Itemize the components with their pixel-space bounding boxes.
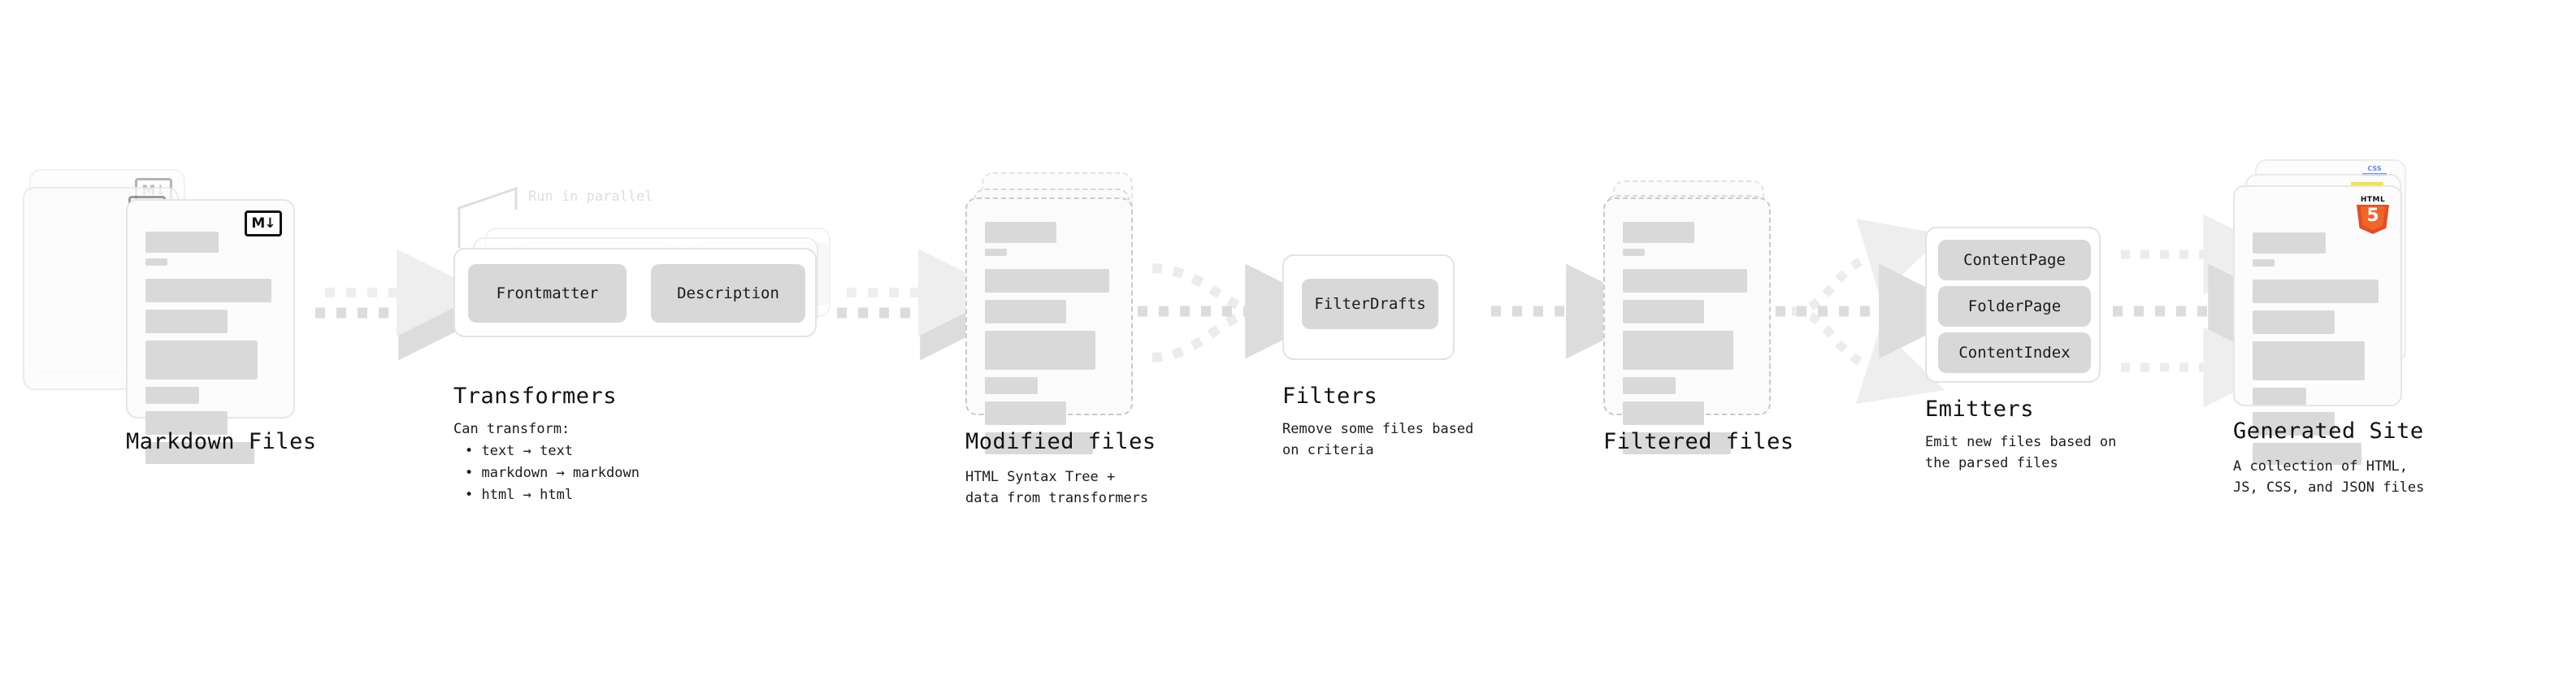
- modified-card-front[interactable]: [965, 197, 1133, 454]
- chip-folderpage[interactable]: FolderPage: [1938, 286, 2091, 327]
- stage-title-markdown-files: Markdown Files: [126, 429, 317, 454]
- transformers-caption-head: Can transform:: [453, 421, 570, 437]
- arrow-transformers-to-modified: [837, 249, 1016, 361]
- doc-bar: [1623, 331, 1733, 370]
- html5-shield-inner: [2361, 206, 2385, 231]
- chip-frontmatter[interactable]: Frontmatter: [468, 264, 627, 323]
- doc-bar: [2253, 412, 2335, 436]
- arrow-modified-to-filters: [1138, 263, 1341, 362]
- doc-bar: [145, 232, 219, 253]
- transformers-caption-item-2: • html → html: [465, 487, 574, 503]
- doc-bar: [2253, 280, 2379, 303]
- doc-bar: [1623, 401, 1704, 425]
- filtered-card-front[interactable]: [1603, 197, 1771, 454]
- arrow-filtered-to-emitters: [1776, 219, 1975, 405]
- modified-files-caption: HTML Syntax Tree + data from transformer…: [965, 469, 1149, 506]
- markdown-card-front[interactable]: M↓: [126, 199, 295, 464]
- chip-filterdrafts[interactable]: FilterDrafts: [1302, 279, 1438, 329]
- doc-bar: [145, 258, 168, 266]
- stage-title-filtered-files: Filtered files: [1603, 429, 1794, 454]
- doc-bar: [985, 331, 1095, 370]
- doc-skeleton: [2253, 232, 2383, 472]
- doc-bar: [985, 300, 1066, 323]
- doc-bar: [985, 249, 1007, 256]
- chip-contentpage[interactable]: ContentPage: [1938, 240, 2091, 280]
- doc-bar: [2253, 443, 2362, 465]
- markdown-badge: M↓: [245, 210, 282, 236]
- run-in-parallel-label: Run in parallel: [528, 189, 653, 205]
- transformers-caption-item-1: • markdown → markdown: [465, 465, 640, 481]
- doc-bar: [985, 377, 1038, 394]
- doc-bar: [985, 269, 1110, 293]
- doc-bar: [145, 310, 228, 333]
- doc-bar: [1623, 269, 1748, 293]
- doc-bar: [985, 401, 1066, 425]
- emitters-caption: Emit new files based on the parsed files: [1925, 434, 2117, 471]
- site-card-front[interactable]: HTML 5: [2233, 185, 2402, 465]
- stage-title-emitters: Emitters: [1925, 397, 2035, 422]
- stage-title-transformers: Transformers: [453, 384, 618, 409]
- doc-bar: [145, 279, 272, 302]
- stage-title-filters: Filters: [1282, 384, 1378, 409]
- doc-skeleton: [145, 232, 275, 471]
- doc-bar: [985, 222, 1057, 243]
- doc-bar: [2253, 310, 2335, 334]
- filters-box[interactable]: FilterDrafts: [1282, 254, 1455, 360]
- doc-bar: [2253, 232, 2326, 254]
- doc-bar: [145, 442, 255, 464]
- doc-bar: [145, 340, 258, 380]
- chip-contentindex[interactable]: ContentIndex: [1938, 332, 2091, 373]
- doc-bar: [1623, 222, 1695, 243]
- doc-bar: [2253, 388, 2306, 405]
- arrow-emitters-to-site: [2113, 214, 2304, 408]
- doc-skeleton: [1623, 222, 1751, 462]
- doc-bar: [985, 432, 1093, 454]
- arrow-markdown-to-transformers: [315, 249, 494, 361]
- transformers-box-front[interactable]: Frontmatter Description: [453, 248, 817, 337]
- doc-bar: [145, 411, 228, 435]
- generated-site-caption: A collection of HTML, JS, CSS, and JSON …: [2233, 458, 2425, 496]
- html5-badge-number: 5: [2366, 206, 2379, 226]
- chip-description[interactable]: Description: [651, 264, 805, 323]
- doc-skeleton: [985, 222, 1113, 462]
- doc-bar: [1623, 432, 1731, 454]
- doc-bar: [1623, 249, 1645, 256]
- doc-bar: [2253, 341, 2365, 380]
- html5-badge: HTML 5: [2357, 196, 2389, 234]
- html5-badge-label: HTML: [2360, 196, 2386, 204]
- stage-title-modified-files: Modified files: [965, 429, 1156, 454]
- doc-bar: [1623, 377, 1676, 394]
- stage-title-generated-site: Generated Site: [2233, 419, 2424, 444]
- doc-bar: [145, 387, 199, 404]
- emitters-box[interactable]: ContentPage FolderPage ContentIndex: [1925, 227, 2101, 383]
- transformers-caption-item-0: • text → text: [465, 443, 574, 459]
- filters-caption: Remove some files based on criteria: [1282, 421, 1474, 458]
- doc-bar: [2253, 259, 2275, 267]
- doc-bar: [1623, 300, 1704, 323]
- css-badge-label: CSS: [2367, 165, 2382, 172]
